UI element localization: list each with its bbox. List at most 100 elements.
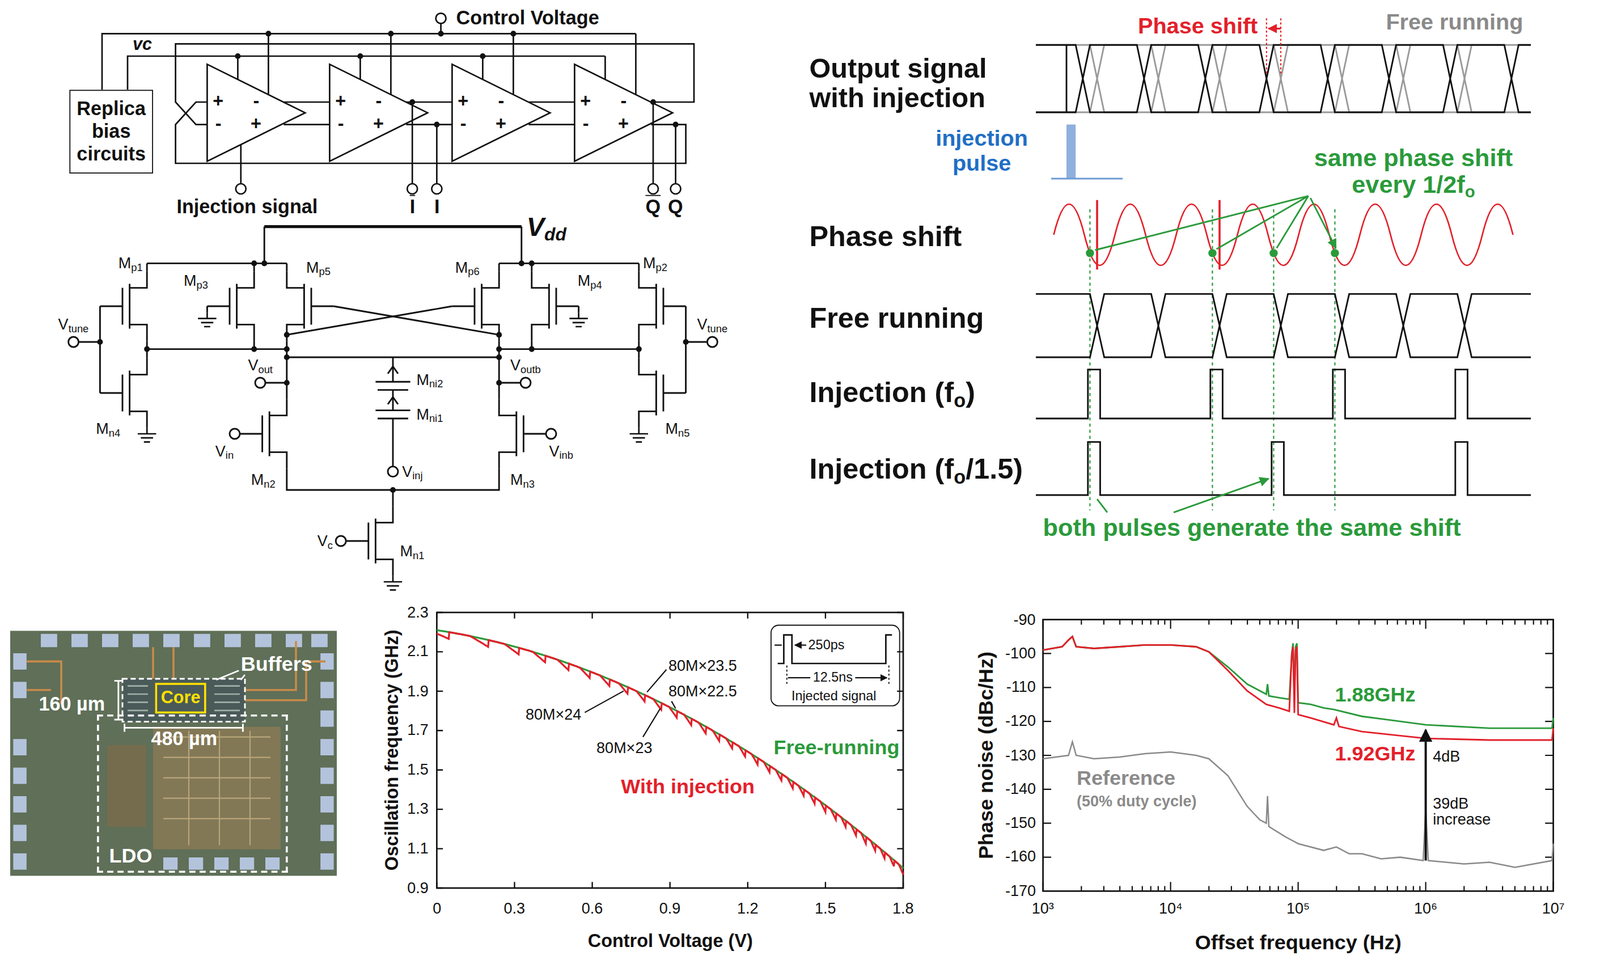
die-photo (10, 630, 337, 876)
subscript: o (953, 388, 966, 411)
ring-oscillator (237, 33, 636, 95)
die-photo (216, 670, 245, 680)
frequency-chart (436, 612, 904, 888)
vco-cell-schematic (284, 346, 290, 353)
subscript: tune (68, 322, 90, 334)
die-photo (71, 633, 88, 647)
tick-label: 0.9 (659, 899, 681, 917)
vco-cell-schematic (229, 428, 240, 439)
ring-oscillator (438, 30, 444, 37)
timing-diagram (1065, 44, 1068, 113)
subscript: p6 (467, 265, 480, 277)
pin-label: Vtune (696, 315, 728, 333)
ring-oscillator (240, 102, 676, 184)
ring-oscillator (407, 183, 418, 194)
signal-name: vc (132, 35, 152, 55)
tick-label: 1.3 (407, 800, 429, 818)
ring-oscillator (650, 99, 656, 105)
timing-diagram (1035, 44, 1531, 113)
tick-label: 1.7 (407, 721, 429, 739)
tick-label: 10³ (1031, 899, 1055, 917)
vco-cell-schematic (528, 260, 535, 266)
transistor-label: Mn2 (251, 471, 276, 489)
series-label: Reference (1076, 766, 1176, 790)
subscript: n4 (108, 426, 121, 438)
timing-diagram (1085, 248, 1094, 257)
node-text: Injected signal (791, 688, 877, 704)
ring-oscillator (206, 64, 306, 162)
die-photo (13, 796, 27, 813)
tick-label: 0.6 (581, 899, 604, 917)
timing-diagram (1035, 18, 1531, 512)
tick-label: -110 (1006, 678, 1036, 696)
input-polarity: - (582, 114, 590, 135)
transistor-label: Mn1 (400, 542, 425, 560)
output-polarity: + (618, 114, 629, 135)
vco-cell-schematic (146, 263, 639, 272)
pin-label: Vinb (548, 442, 574, 460)
series-label: (50% duty cycle) (1076, 792, 1197, 810)
vco-cell-schematic (707, 336, 718, 347)
tick-label: -150 (1005, 814, 1036, 832)
vco-cell-schematic (68, 336, 79, 347)
die-photo (10, 630, 337, 876)
supply-label: Vdd (526, 212, 567, 241)
annotation: same phase shift every 1/2fo (1290, 144, 1536, 199)
vco-cell-schematic (284, 354, 290, 361)
timing-diagram (1085, 248, 1339, 257)
axis-title: Offset frequency (Hz) (1195, 930, 1402, 954)
callout: 80M×22.5 (668, 682, 738, 700)
frequency-chart (774, 644, 807, 646)
input-polarity: + (457, 91, 469, 113)
tick-label: 10⁶ (1414, 899, 1438, 917)
phase-noise-chart (1043, 636, 1554, 740)
die-photo (13, 653, 27, 670)
tick-label: -100 (1005, 644, 1036, 662)
timing-diagram (1035, 369, 1531, 419)
frequency-chart (777, 635, 893, 664)
phase-noise-chart (1043, 619, 1554, 892)
input-polarity: + (335, 91, 346, 113)
core-block: Core (155, 682, 207, 714)
timing-diagram (1035, 44, 1531, 113)
row-label: Phase shift (809, 221, 962, 253)
ring-oscillator (234, 53, 241, 59)
timing-diagram (1035, 293, 1531, 358)
ring-oscillator (648, 183, 659, 194)
ring-oscillator (672, 121, 679, 128)
annotation: Phase shift (1137, 14, 1258, 40)
pin-label: Vout (247, 356, 273, 374)
die-photo (311, 633, 328, 647)
tick-label: 1.5 (814, 899, 837, 917)
row-label: Output signal with injection (809, 53, 1039, 115)
vco-cell-schematic (387, 366, 399, 405)
subscript: ni1 (429, 412, 443, 424)
control-voltage-label: Control Voltage (456, 7, 600, 30)
die-photo (102, 633, 119, 647)
annotation: Free running (1385, 10, 1523, 36)
vco-cell-schematic (284, 331, 290, 338)
vco-cell-schematic (545, 428, 557, 439)
tick-label: 1.2 (737, 899, 759, 917)
die-photo (214, 857, 229, 870)
output-polarity: - (620, 91, 627, 113)
die-photo (193, 633, 211, 647)
ring-oscillator (433, 121, 440, 128)
dimension-label: 160 µm (38, 693, 105, 715)
die-photo (13, 824, 27, 841)
axis-title: Control Voltage (V) (587, 931, 753, 952)
subscript: n2 (263, 477, 275, 489)
vco-cell-schematic (636, 346, 642, 353)
die-photo (320, 738, 334, 756)
subscript: p3 (196, 278, 209, 290)
vco-cell-schematic (387, 466, 399, 477)
pin-label: Vc (317, 532, 333, 550)
tick-label: 1.8 (892, 899, 914, 917)
timing-diagram (1035, 441, 1531, 495)
vco-cell-schematic (345, 506, 393, 576)
die-photo (163, 857, 178, 870)
vco-cell-schematic (531, 271, 579, 341)
die-photo (107, 745, 146, 827)
die-photo (265, 857, 280, 870)
timing-diagram (1208, 248, 1217, 257)
